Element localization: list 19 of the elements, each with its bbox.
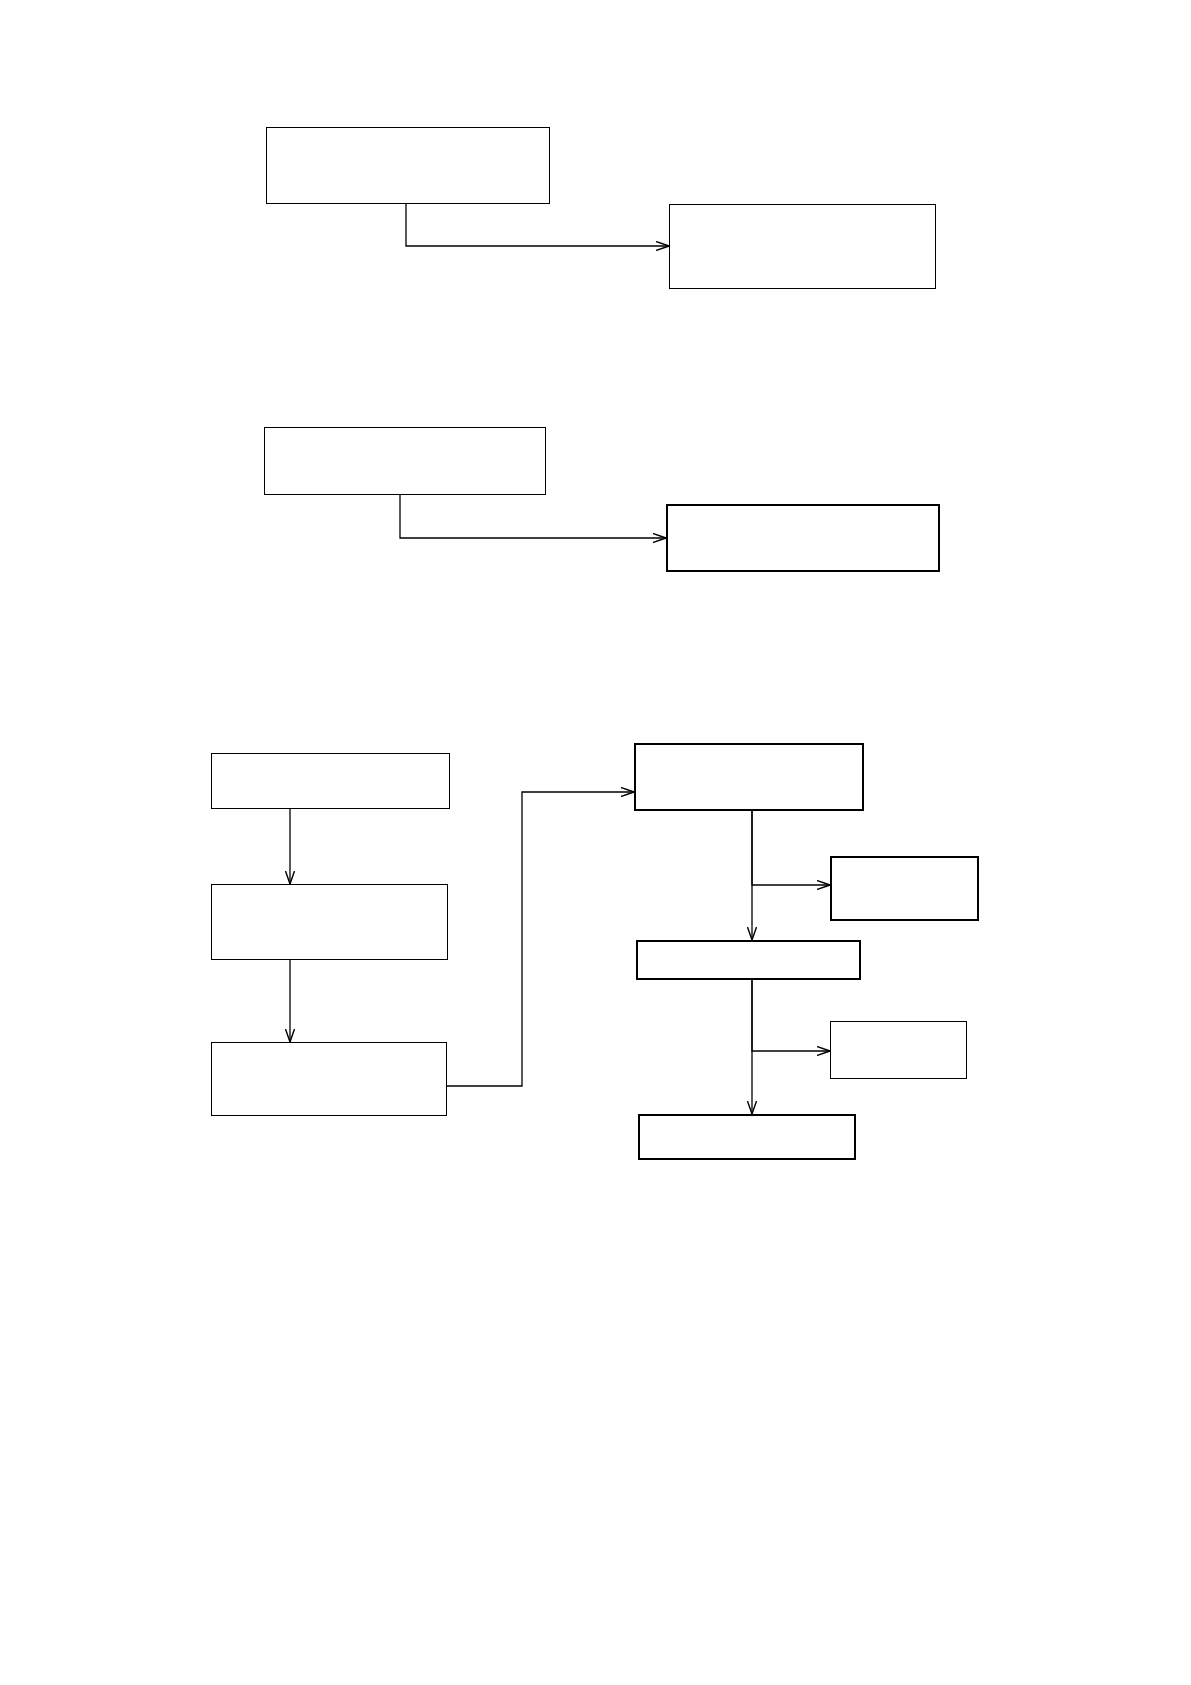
process-box: [638, 1114, 856, 1160]
arrow: [399, 494, 667, 544]
process-box: [830, 856, 979, 921]
process-box: [666, 504, 940, 572]
process-box: [211, 884, 448, 960]
process-box: [266, 127, 550, 204]
arrow: [284, 959, 296, 1043]
arrow: [405, 203, 670, 252]
arrow: [284, 808, 296, 885]
process-box: [264, 427, 546, 495]
process-box: [669, 204, 936, 289]
process-box: [211, 1042, 447, 1116]
process-box: [211, 753, 450, 809]
process-box: [634, 743, 864, 811]
arrow: [751, 979, 831, 1057]
process-box: [830, 1021, 967, 1079]
arrow: [446, 786, 635, 1087]
arrow: [751, 810, 831, 891]
process-box: [636, 940, 861, 980]
